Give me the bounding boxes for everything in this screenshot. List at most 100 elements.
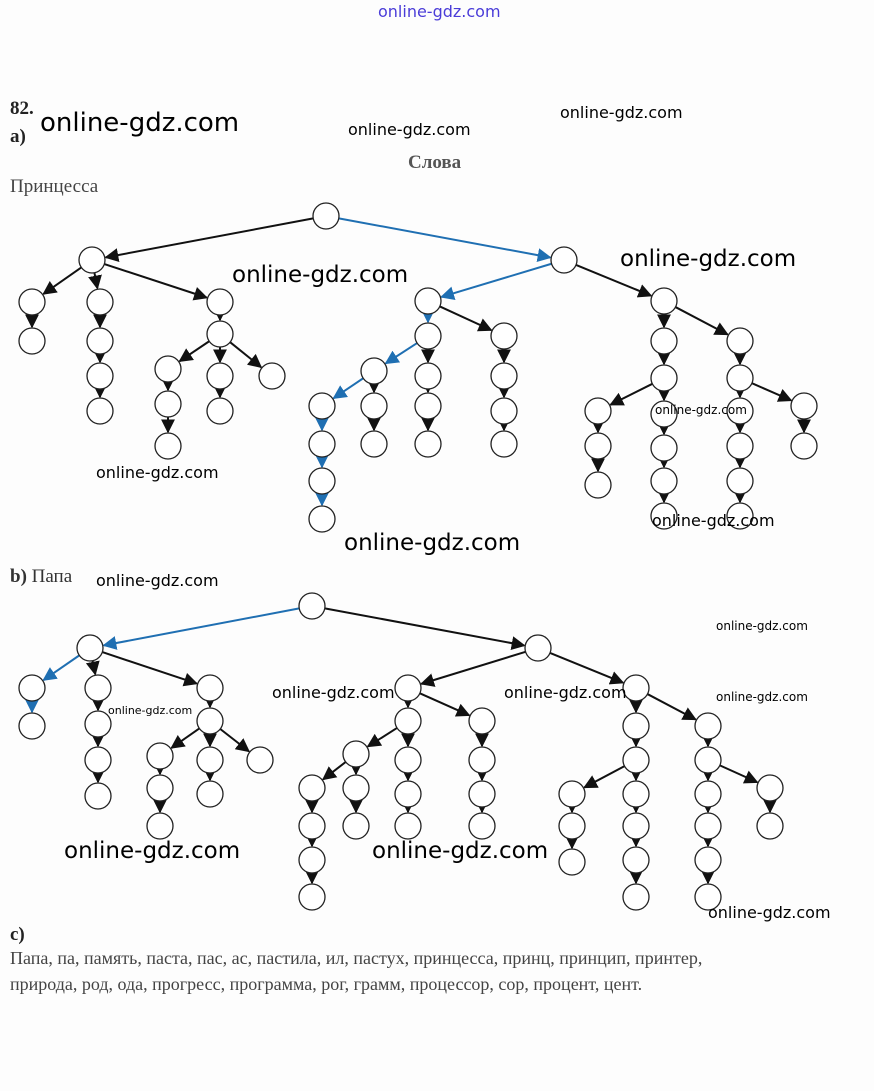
watermark: online-gdz.com	[348, 120, 471, 139]
tree-node	[18, 327, 46, 355]
tree-node	[414, 392, 442, 420]
tree-node	[146, 812, 174, 840]
watermark: online-gdz.com	[504, 683, 627, 702]
tree-node	[650, 287, 678, 315]
tree-edge	[321, 761, 347, 781]
tree-node	[650, 467, 678, 495]
tree-node	[414, 287, 442, 315]
tree-node	[154, 355, 182, 383]
tree-node	[84, 782, 112, 810]
tree-node	[584, 432, 612, 460]
tree-node	[78, 246, 106, 274]
tree-node	[84, 674, 112, 702]
watermark: online-gdz.com	[620, 246, 797, 272]
tree-node	[308, 505, 336, 533]
tree-edge	[647, 693, 697, 721]
tree-node	[490, 362, 518, 390]
tree-node	[206, 288, 234, 316]
tree-edge	[229, 341, 263, 369]
tree-node	[490, 430, 518, 458]
tree-edge	[102, 651, 199, 687]
tree-edge	[178, 340, 210, 363]
tree-node	[308, 392, 336, 420]
tree-node	[196, 746, 224, 774]
tree-node	[550, 246, 578, 274]
tree-node	[726, 432, 754, 460]
watermark: online-gdz.com	[64, 838, 241, 864]
tree-node	[790, 432, 818, 460]
tree-node	[196, 674, 224, 702]
tree-node	[360, 357, 388, 385]
tree-node	[650, 434, 678, 462]
tree-node	[622, 780, 650, 808]
tree-node	[298, 812, 326, 840]
tree-node	[694, 712, 722, 740]
watermark: online-gdz.com	[40, 108, 240, 138]
tree-node	[298, 774, 326, 802]
part-a-word: Принцесса	[10, 176, 99, 197]
tree-node	[342, 740, 370, 768]
tree-node	[308, 430, 336, 458]
tree-node	[650, 400, 678, 428]
tree-edge	[42, 266, 82, 295]
watermark: online-gdz.com	[655, 403, 747, 417]
tree-node	[360, 392, 388, 420]
tree-edge	[549, 651, 625, 685]
tree-node	[558, 780, 586, 808]
tree-edge	[575, 264, 653, 298]
tree-edge	[219, 728, 251, 753]
tree-node	[726, 502, 754, 530]
tree-edge	[88, 272, 102, 290]
part-a-label: а)	[10, 126, 26, 147]
tree-node	[342, 774, 370, 802]
tree-edge	[104, 217, 314, 262]
tree-node	[622, 883, 650, 911]
tree-node	[86, 327, 114, 355]
tree-edge	[85, 660, 100, 676]
highlighted-edge	[102, 607, 300, 650]
tree-node	[694, 746, 722, 774]
tree-node	[342, 812, 370, 840]
tree-node	[84, 710, 112, 738]
tree-node	[622, 846, 650, 874]
tree-node	[394, 674, 422, 702]
tree-node	[76, 634, 104, 662]
tree-node	[18, 712, 46, 740]
tree-node	[18, 674, 46, 702]
watermark-top: online-gdz.com	[378, 2, 501, 21]
tree-node	[694, 883, 722, 911]
tree-node	[394, 746, 422, 774]
tree-node	[258, 362, 286, 390]
tree-node	[394, 707, 422, 735]
tree-node	[146, 742, 174, 770]
watermark: online-gdz.com	[652, 511, 775, 530]
tree-edge	[419, 692, 471, 717]
tree-node	[694, 780, 722, 808]
highlighted-edge	[42, 654, 80, 681]
tree-node	[154, 432, 182, 460]
tree-edge	[420, 650, 526, 687]
tree-node	[206, 362, 234, 390]
tree-edge	[719, 764, 759, 784]
tree-node	[490, 322, 518, 350]
part-c-label: c)	[10, 924, 25, 945]
tree-node	[298, 592, 326, 620]
tree-node	[584, 397, 612, 425]
tree-node	[196, 780, 224, 808]
tree-node	[86, 362, 114, 390]
tree-node	[694, 846, 722, 874]
tree-node	[298, 883, 326, 911]
part-b-heading: b) Папа	[10, 566, 72, 588]
watermark: online-gdz.com	[96, 463, 219, 482]
tree-node	[414, 322, 442, 350]
tree-node	[206, 397, 234, 425]
highlighted-edge	[332, 377, 364, 400]
watermark: online-gdz.com	[96, 571, 219, 590]
watermark: online-gdz.com	[108, 704, 193, 717]
words-heading: Слова	[408, 152, 462, 173]
part-c-line-1: Папа, па, память, паста, пас, ас, пастил…	[10, 948, 703, 968]
tree-node	[650, 364, 678, 392]
tree-edge	[609, 382, 653, 406]
highlighted-edge	[440, 262, 552, 301]
